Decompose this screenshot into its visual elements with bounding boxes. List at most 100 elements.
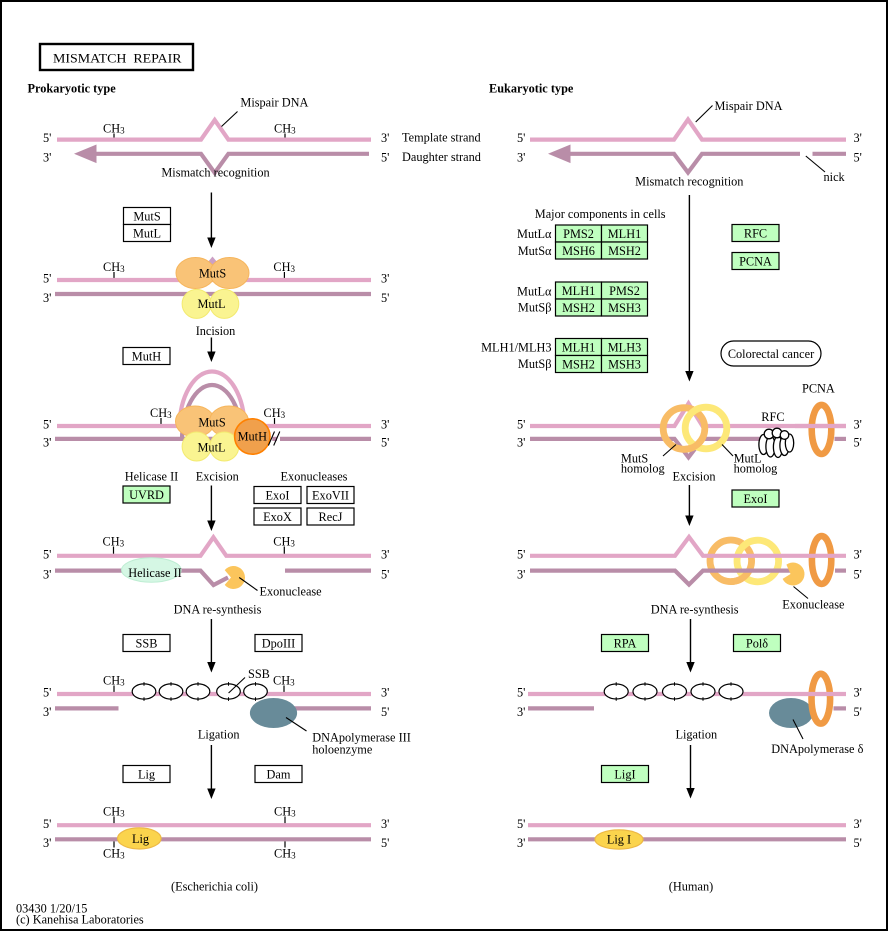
svg-text:3': 3' [43, 436, 51, 450]
svg-text:CH3: CH3 [103, 535, 125, 549]
svg-text:5': 5' [854, 151, 862, 165]
svg-text:MSH3: MSH3 [608, 301, 641, 315]
svg-text:3': 3' [517, 705, 525, 719]
svg-text:PMS2: PMS2 [609, 284, 640, 298]
svg-text:SSB: SSB [248, 667, 270, 681]
svg-text:ExoX: ExoX [263, 510, 292, 524]
svg-text:5': 5' [381, 151, 389, 165]
svg-text:3': 3' [854, 131, 862, 145]
svg-text:MLH1: MLH1 [608, 227, 641, 241]
svg-text:Helicase II: Helicase II [128, 566, 182, 580]
svg-text:5': 5' [517, 686, 525, 700]
svg-text:MutL: MutL [133, 226, 161, 240]
svg-text:ExoI: ExoI [266, 488, 290, 502]
svg-text:Lig: Lig [138, 767, 155, 781]
svg-text:ExoVII: ExoVII [312, 488, 349, 502]
svg-text:3': 3' [43, 705, 51, 719]
svg-text:MutL: MutL [734, 452, 762, 466]
svg-text:MutH: MutH [238, 430, 267, 444]
svg-text:Eukaryotic type: Eukaryotic type [489, 82, 574, 96]
svg-text:CH3: CH3 [274, 847, 296, 861]
svg-text:3': 3' [381, 418, 389, 432]
svg-text:ExoI: ExoI [744, 492, 768, 506]
svg-text:Excision: Excision [196, 470, 239, 484]
svg-text:holoenzyme: holoenzyme [312, 743, 373, 757]
svg-text:Mismatch recognition: Mismatch recognition [635, 174, 743, 188]
svg-text:PCNA: PCNA [739, 254, 772, 268]
svg-text:03430 1/20/15: 03430 1/20/15 [16, 902, 87, 916]
svg-text:MSH2: MSH2 [608, 244, 641, 258]
svg-text:5': 5' [517, 418, 525, 432]
svg-text:PMS2: PMS2 [563, 227, 594, 241]
svg-text:3': 3' [854, 686, 862, 700]
svg-text:MutSβ: MutSβ [518, 301, 552, 315]
svg-text:CH3: CH3 [274, 122, 296, 136]
svg-text:CH3: CH3 [103, 260, 125, 274]
svg-text:Ligation: Ligation [198, 728, 240, 742]
svg-text:CH3: CH3 [273, 674, 295, 688]
svg-text:Template strand: Template strand [402, 130, 481, 144]
svg-text:(c) Kanehisa Laboratories: (c) Kanehisa Laboratories [16, 913, 144, 927]
svg-text:3': 3' [381, 686, 389, 700]
svg-text:3': 3' [381, 131, 389, 145]
svg-text:DpoIII: DpoIII [262, 636, 295, 650]
svg-text:5': 5' [381, 436, 389, 450]
svg-text:Colorectal cancer: Colorectal cancer [728, 347, 814, 361]
svg-text:RFC: RFC [744, 226, 767, 240]
svg-text:(Escherichia coli): (Escherichia coli) [171, 880, 258, 894]
svg-text:CH3: CH3 [274, 805, 296, 819]
svg-text:5': 5' [381, 567, 389, 581]
svg-text:MutS: MutS [133, 209, 160, 223]
svg-text:RPA: RPA [614, 636, 637, 650]
svg-text:5': 5' [43, 131, 51, 145]
svg-text:CH3: CH3 [103, 674, 125, 688]
svg-text:3': 3' [854, 817, 862, 831]
svg-text:5': 5' [854, 436, 862, 450]
svg-text:MLH1: MLH1 [562, 340, 595, 354]
svg-text:Prokaryotic type: Prokaryotic type [28, 82, 117, 96]
svg-text:MSH3: MSH3 [608, 357, 641, 371]
svg-text:Exonuclease: Exonuclease [782, 598, 845, 612]
svg-text:Mismatch recognition: Mismatch recognition [161, 166, 269, 180]
svg-text:CH3: CH3 [103, 847, 125, 861]
svg-text:CH3: CH3 [150, 406, 172, 420]
svg-text:5': 5' [517, 547, 525, 561]
svg-text:5': 5' [43, 547, 51, 561]
svg-text:homolog: homolog [734, 461, 778, 475]
svg-text:nick: nick [824, 170, 846, 184]
svg-text:Polδ: Polδ [746, 636, 768, 650]
svg-text:3': 3' [381, 272, 389, 286]
svg-text:MutS: MutS [198, 416, 225, 430]
svg-text:MutH: MutH [132, 349, 161, 363]
svg-text:MutL: MutL [197, 441, 225, 455]
svg-text:Dam: Dam [267, 767, 291, 781]
svg-text:PCNA: PCNA [802, 382, 835, 396]
svg-text:Lig: Lig [132, 832, 149, 846]
svg-text:5': 5' [517, 817, 525, 831]
svg-text:Ligation: Ligation [675, 728, 717, 742]
svg-text:homolog: homolog [621, 461, 665, 475]
svg-text:MISMATCH REPAIR: MISMATCH REPAIR [53, 51, 182, 65]
svg-text:Major components in cells: Major components in cells [535, 207, 666, 221]
svg-text:5': 5' [43, 272, 51, 286]
svg-text:3': 3' [517, 836, 525, 850]
svg-text:LigI: LigI [614, 767, 635, 781]
svg-text:MSH2: MSH2 [562, 301, 595, 315]
svg-text:CH3: CH3 [273, 535, 295, 549]
svg-text:5': 5' [854, 836, 862, 850]
svg-text:3': 3' [43, 151, 51, 165]
svg-text:Excision: Excision [672, 470, 715, 484]
svg-text:Helicase II: Helicase II [125, 470, 179, 484]
svg-text:3': 3' [517, 567, 525, 581]
svg-text:MutS: MutS [199, 267, 226, 281]
svg-text:5': 5' [854, 567, 862, 581]
svg-text:3': 3' [381, 547, 389, 561]
svg-text:MSH6: MSH6 [562, 244, 595, 258]
svg-text:Lig I: Lig I [607, 833, 631, 847]
svg-text:MSH2: MSH2 [562, 357, 595, 371]
svg-text:CH3: CH3 [103, 122, 125, 136]
svg-text:3': 3' [854, 547, 862, 561]
svg-text:DNA re-synthesis: DNA re-synthesis [651, 603, 739, 617]
svg-text:5': 5' [854, 705, 862, 719]
svg-text:3': 3' [854, 418, 862, 432]
